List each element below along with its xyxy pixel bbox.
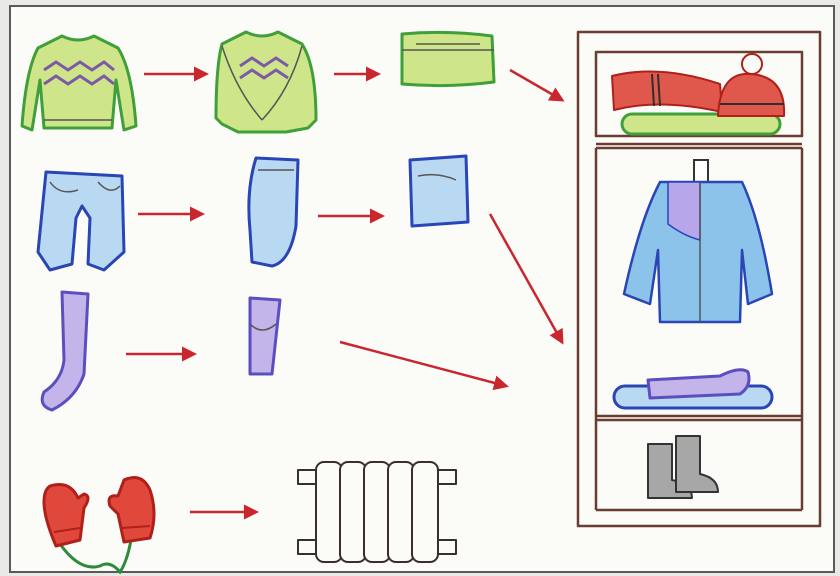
arrow-right-icon (509, 68, 565, 102)
radiator (297, 461, 457, 563)
arrow-right-icon (339, 340, 509, 391)
pants (36, 170, 126, 272)
arrow-right-icon (488, 213, 564, 345)
pants-folded (408, 154, 470, 228)
folded-sock-on-shelf (646, 368, 751, 400)
wardrobe (576, 30, 822, 528)
sock-folded (248, 296, 282, 376)
arrows-group (126, 66, 565, 520)
sweater-half-folded (214, 30, 318, 134)
pants-half-folded (247, 156, 300, 268)
knit-hat (717, 53, 786, 117)
sweater (20, 34, 138, 132)
mittens (42, 476, 156, 575)
folded-sweater-on-shelf (620, 112, 782, 136)
sweater-folded (400, 30, 496, 88)
sock (40, 290, 90, 412)
boots (647, 435, 719, 499)
jacket (622, 159, 774, 324)
